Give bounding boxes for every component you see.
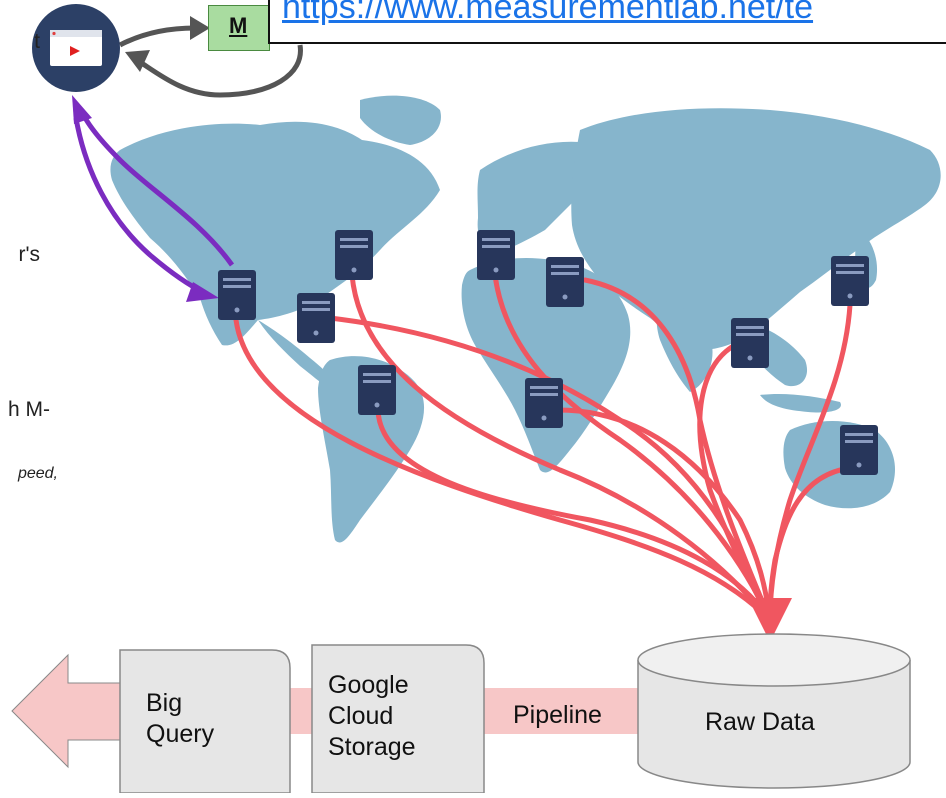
- gray-arrow-from-mlab: [138, 44, 303, 98]
- big-query-box: [119, 649, 291, 794]
- gray-arrowhead-left: [125, 50, 150, 72]
- pipeline-diagram: [11, 633, 911, 794]
- purple-arrow-up: [79, 110, 235, 267]
- purple-arrowhead-top: [72, 95, 92, 124]
- side-text-line-3: h M-: [8, 398, 50, 421]
- server-icon: [831, 256, 869, 306]
- side-text-line-1: t: [34, 30, 40, 53]
- red-arrow-india: [697, 342, 773, 623]
- user-browser-icon: [32, 4, 120, 92]
- continent-europe: [477, 141, 599, 255]
- continent-north-america: [110, 121, 440, 346]
- pipeline-label: Pipeline: [513, 701, 602, 729]
- mlab-badge-label: M: [229, 13, 248, 38]
- side-text-line-2: r's: [18, 243, 40, 266]
- continent-greenland: [360, 95, 441, 145]
- red-arrow-africa: [555, 407, 773, 623]
- red-arrow-brazil: [375, 407, 773, 623]
- red-arrow-london: [492, 272, 773, 623]
- server-icon: [477, 230, 515, 280]
- big-query-label: Big Query: [146, 689, 215, 748]
- continent-india: [656, 300, 713, 392]
- side-text-line-4: peed,: [17, 465, 58, 482]
- server-icon: [218, 270, 256, 320]
- mlab-logo-icon[interactable]: M: [208, 5, 270, 51]
- server-icon: [297, 293, 335, 343]
- raw-data-cylinder: [637, 660, 911, 789]
- cloud-storage-box: [311, 644, 485, 794]
- red-arrow-la: [233, 317, 773, 623]
- red-arrow-chicago: [349, 272, 773, 623]
- server-icon: [525, 378, 563, 428]
- server-icon: [358, 365, 396, 415]
- red-arrowhead: [748, 598, 792, 642]
- url-box: https://www.measurementlab.net/te: [268, 0, 946, 44]
- cloud-storage-label: Google Cloud Storage: [328, 671, 416, 761]
- continent-south-america: [318, 356, 425, 543]
- gray-arrowhead-right: [190, 16, 210, 40]
- continent-africa: [461, 258, 631, 473]
- server-icon: [546, 257, 584, 307]
- server-icon: [731, 318, 769, 368]
- purple-arrow-down: [73, 117, 207, 296]
- continent-asia: [571, 108, 941, 351]
- gray-arrow-to-mlab: [118, 25, 196, 48]
- purple-connection: [73, 110, 235, 296]
- raw-data-label: Raw Data: [705, 708, 815, 736]
- purple-arrowhead-bottom: [186, 282, 219, 302]
- measurementlab-link[interactable]: https://www.measurementlab.net/te: [282, 0, 814, 26]
- red-arrows: [233, 272, 853, 623]
- server-icon: [335, 230, 373, 280]
- servers: [218, 230, 878, 475]
- continent-indonesia: [760, 393, 841, 413]
- gray-connection: [118, 25, 303, 98]
- server-icon: [840, 425, 878, 475]
